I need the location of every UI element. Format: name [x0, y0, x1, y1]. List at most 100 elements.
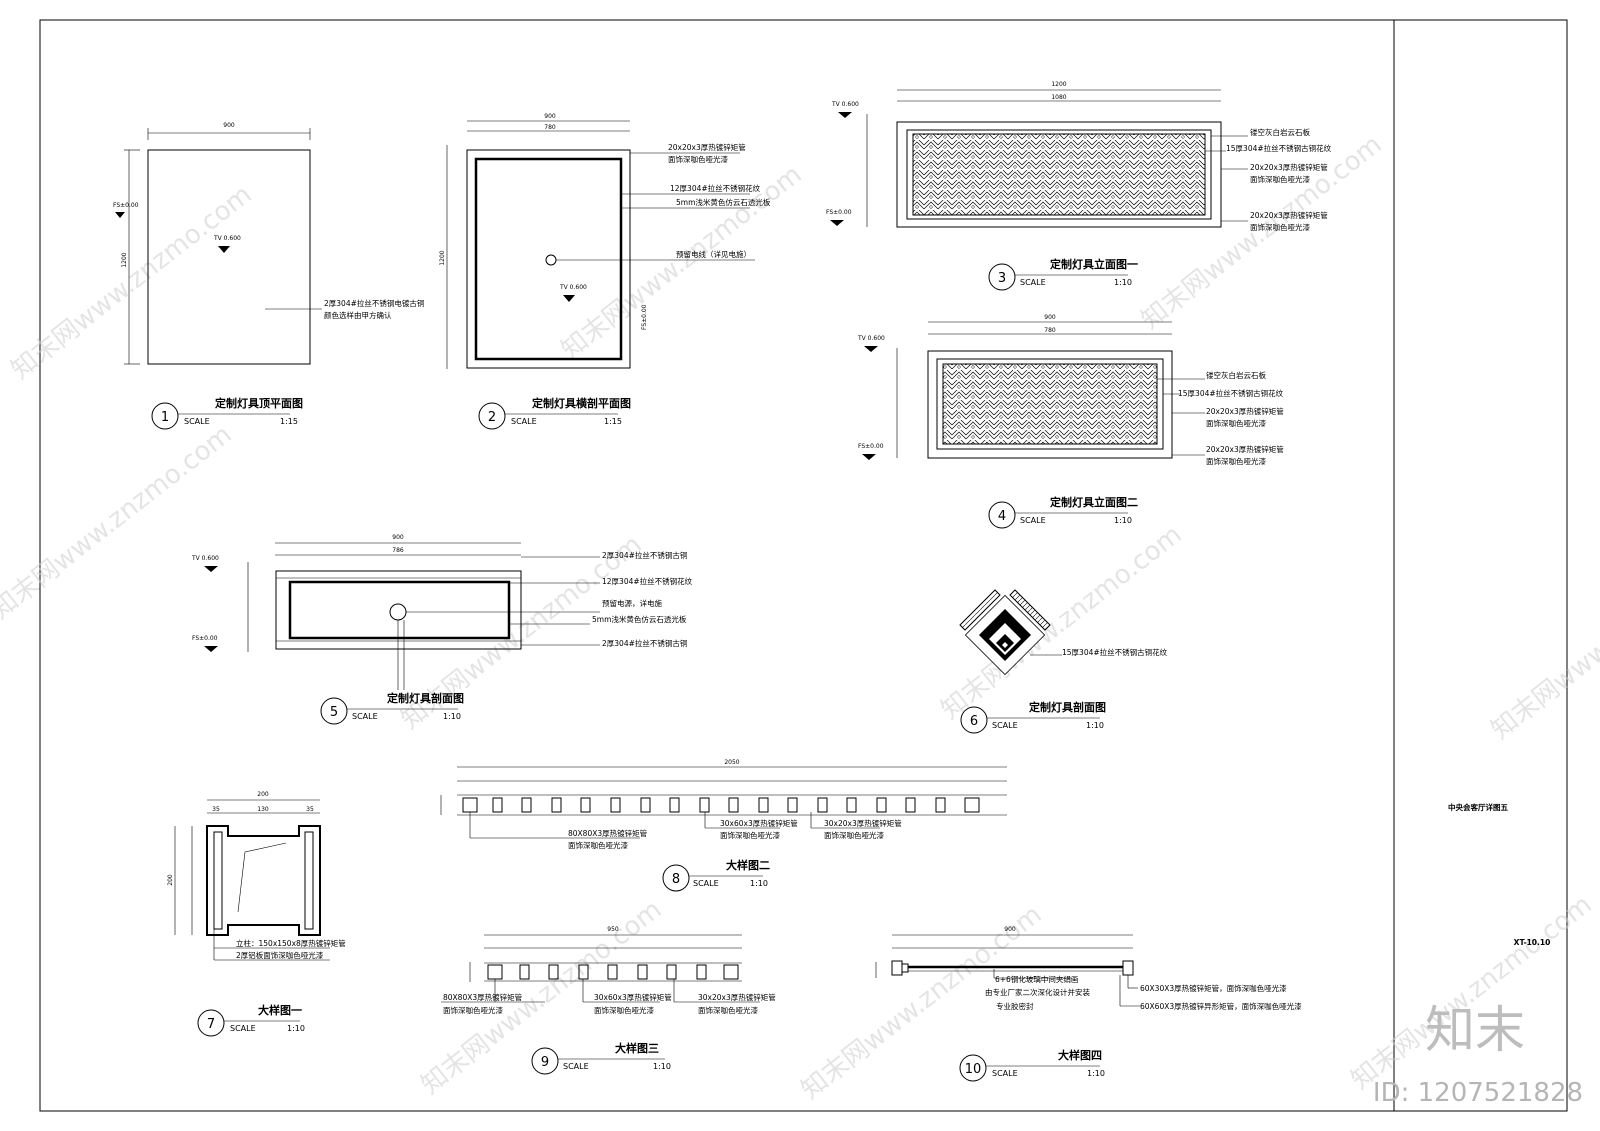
v8-note-2: 面饰深咖色哑光漆: [568, 840, 628, 850]
v2-scale: 1:15: [604, 417, 622, 426]
title-block-name: 中央会客厅详图五: [1448, 802, 1508, 812]
v9-note-6: 面饰深咖色哑光漆: [698, 1005, 758, 1015]
v3-note-2: 15厚304#拉丝不锈钢古铜花纹: [1226, 143, 1332, 153]
v2-inner-frame: [474, 157, 623, 361]
v10-note-2: 由专业厂家二次深化设计并安装: [985, 987, 1090, 997]
v8-title: 大样图二: [726, 858, 770, 872]
svg-text:知末网www.znzmo.com: 知末网www.znzmo.com: [1346, 890, 1598, 1096]
v3-outer-frame: [896, 121, 1222, 228]
v2-scale-label: SCALE: [511, 417, 537, 426]
v4-outer-frame: [927, 350, 1173, 459]
v3-level-tv: TV 0.600: [831, 101, 859, 108]
v4-note-4: 面饰深咖色哑光漆: [1206, 418, 1266, 428]
v3-note-6: 面饰深咖色哑光漆: [1250, 222, 1310, 232]
v8-dim-top: 2050: [724, 759, 739, 766]
sheet-border: [39, 19, 1568, 1112]
v7-title: 大样图一: [258, 1003, 302, 1017]
svg-text:知末网www.znzmo.com: 知末网www.znzmo.com: [0, 420, 238, 626]
v9-note-3: 30x60x3厚热镀锌矩管: [594, 992, 672, 1002]
v2-dim-top: 900: [544, 113, 556, 120]
v3-scale-label: SCALE: [1020, 278, 1046, 287]
view-6-section-detail: 15厚304#拉丝不锈钢古铜花纹 6 定制灯具剖面图 SCALE 1:10: [959, 589, 1168, 734]
v10-note-1: 6+6钢化玻璃中间夹绢画: [995, 974, 1078, 984]
v3-pattern-panel: [912, 133, 1206, 216]
v6-scale-label: SCALE: [992, 721, 1018, 730]
v9-note-2: 面饰深咖色哑光漆: [443, 1005, 503, 1015]
v2-outer-frame: [466, 149, 631, 369]
v4-note-6: 面饰深咖色哑光漆: [1206, 456, 1266, 466]
view-10-detail-four: 900 6+6钢化玻璃中间夹绢画 由专业厂家二次深化设计并安装 专业胶密封 60…: [875, 926, 1302, 1082]
v8-scale: 1:10: [750, 879, 768, 888]
v4-note-1: 镂空灰白岩云石板: [1206, 370, 1266, 380]
v3-level-fs: FS±0.00: [826, 209, 852, 216]
v4-dim-inner: 780: [1044, 327, 1056, 334]
v9-dim-top: 950: [607, 926, 619, 933]
v4-scale-label: SCALE: [1020, 516, 1046, 525]
v9-scale-label: SCALE: [563, 1062, 589, 1071]
v2-level-fs: FS±0.00: [641, 304, 648, 330]
view-9-detail-three: 950 80X80X3厚热镀锌矩管 面饰深咖色哑光漆 30x60x3厚热镀锌矩管…: [441, 926, 776, 1075]
v8-post-row: [462, 797, 980, 813]
v3-note-4: 面饰深咖色哑光漆: [1250, 174, 1310, 184]
v10-note-5: 60X60X3厚热镀锌异形矩管，面饰深咖色哑光漆: [1140, 1001, 1302, 1011]
v2-number: 2: [488, 410, 496, 425]
v7-note-2: 2厚铝板面饰深咖色哑光漆: [236, 950, 324, 960]
v8-number: 8: [672, 872, 680, 887]
v2-title: 定制灯具横剖平面图: [532, 396, 631, 410]
image-id-label: ID: 1207521828: [1373, 1078, 1583, 1108]
v7-dim-part-2: 130: [257, 806, 269, 813]
v5-scale-label: SCALE: [352, 712, 378, 721]
v1-scale: 1:15: [280, 417, 298, 426]
v2-note-1: 20x20x3厚热镀锌矩管: [668, 142, 746, 152]
v4-note-3: 20x20x3厚热镀锌矩管: [1206, 406, 1284, 416]
v4-level-tv: TV 0.600: [857, 335, 885, 342]
v2-note-2: 面饰深咖色哑光漆: [668, 154, 728, 164]
v7-dim-side: 200: [167, 874, 174, 886]
v2-cable-point: [545, 254, 557, 266]
v8-note-3: 30x60x3厚热镀锌矩管: [720, 818, 798, 828]
v1-dim-top: 900: [223, 122, 235, 129]
v8-note-5: 30x20x3厚热镀锌矩管: [824, 818, 902, 828]
v9-number: 9: [541, 1055, 549, 1070]
v5-note-4: 5mm浅米黄色仿云石透光板: [592, 614, 687, 624]
view-7-detail-one: 200 35 130 35 200 立柱：150x150x8厚热镀锌矩管 2厚铝…: [167, 791, 346, 1037]
v5-level-fs: FS±0.00: [192, 635, 218, 642]
v5-note-2: 12厚304#拉丝不锈钢花纹: [602, 576, 693, 586]
view-5-section: 900 786 TV 0.600 FS±0.00 2厚304#拉丝不锈钢古铜 1…: [191, 534, 693, 725]
v7-dim-part-3: 35: [306, 806, 314, 813]
v3-number: 3: [998, 271, 1006, 286]
v3-dim-inner: 1080: [1051, 94, 1066, 101]
v5-note-3: 预留电源，详电施: [602, 598, 662, 608]
view-2-section-plan: 900 780 1200 TV 0.600 FS±0.00 20x20x3厚热镀…: [439, 113, 771, 430]
v5-note-1: 2厚304#拉丝不锈钢古铜: [602, 550, 687, 560]
v8-scale-label: SCALE: [693, 879, 719, 888]
v2-note-4: 5mm浅米黄色仿云石透光板: [676, 197, 771, 207]
v8-note-1: 80X80X3厚热镀锌矩管: [568, 828, 648, 838]
v7-number: 7: [207, 1017, 215, 1032]
v7-dim-part-1: 35: [212, 806, 220, 813]
v4-pattern-panel: [942, 363, 1158, 445]
brand-mark: 知末: [1425, 1001, 1525, 1059]
v6-number: 6: [970, 714, 978, 729]
view-8-detail-two: 2050 80X80X3厚热镀锌矩管 面饰深咖色哑光: [440, 759, 1007, 892]
v2-note-3: 12厚304#拉丝不锈钢花纹: [670, 183, 761, 193]
v5-outer-frame: [275, 570, 522, 650]
v7-post-section: [206, 825, 321, 936]
v5-number: 5: [330, 705, 338, 720]
v1-level-tv: TV 0.600: [213, 235, 241, 242]
v2-dim-inner: 780: [544, 124, 556, 131]
v3-inner-frame: [906, 129, 1212, 220]
v3-note-3: 20x20x3厚热镀锌矩管: [1250, 162, 1328, 172]
v10-right-clamp: [1122, 960, 1134, 976]
view-4-elevation-two: 900 780 TV 0.600 FS±0.00 镂空灰白岩云石板 15厚304…: [857, 314, 1284, 529]
v10-note-4: 60X30X3厚热镀锌矩管，面饰深咖色哑光漆: [1140, 983, 1287, 993]
v10-dim-top: 900: [1004, 926, 1016, 933]
v10-number: 10: [965, 1062, 982, 1077]
v3-note-1: 镂空灰白岩云石板: [1250, 127, 1310, 137]
v5-dim-top: 900: [392, 534, 404, 541]
v1-note-2: 颜色选样由甲方确认: [324, 310, 392, 320]
v5-note-5: 2厚304#拉丝不锈钢古铜: [602, 638, 687, 648]
v4-note-5: 20x20x3厚热镀锌矩管: [1206, 444, 1284, 454]
v1-number: 1: [161, 410, 169, 425]
